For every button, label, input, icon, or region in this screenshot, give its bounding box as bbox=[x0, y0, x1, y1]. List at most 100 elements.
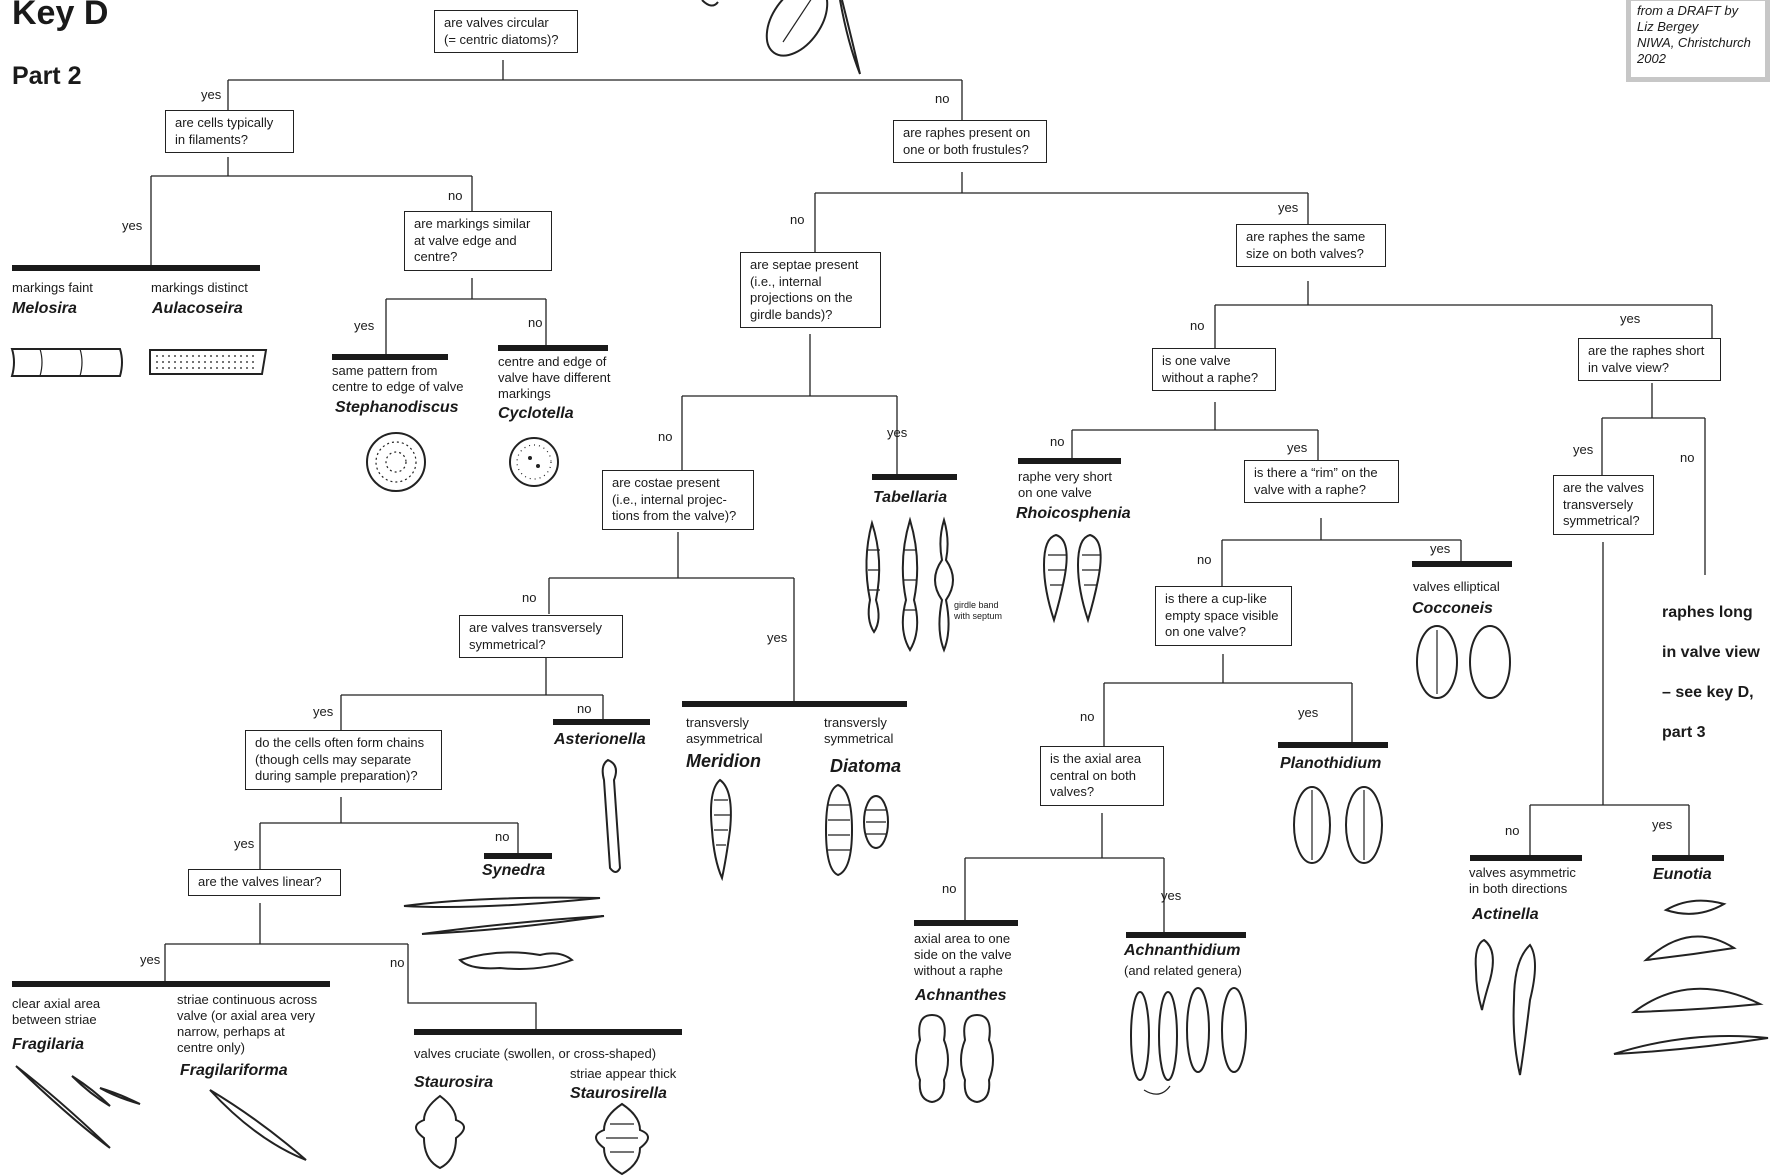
question-line: symmetrical? bbox=[469, 636, 546, 652]
label-yes: yes bbox=[1161, 888, 1182, 903]
label-no: no bbox=[495, 829, 510, 844]
cocconeis-drawing bbox=[1416, 625, 1511, 699]
question-line: at valve edge and bbox=[414, 232, 517, 248]
desc-line: valve (or axial area very bbox=[177, 1008, 315, 1023]
question-rim: is there a “rim” on the valve with a rap… bbox=[1244, 460, 1399, 503]
result-bar-synedra bbox=[484, 853, 552, 859]
label-yes: yes bbox=[354, 318, 375, 333]
question-line: (i.e., internal projec- bbox=[612, 491, 727, 507]
desc-line: transversly bbox=[824, 715, 887, 730]
desc-line: without a raphe bbox=[914, 963, 1003, 978]
result-bar-planothidium bbox=[1278, 742, 1388, 748]
genus-fragilariforma: Fragilariforma bbox=[180, 1062, 288, 1079]
question-line: centre? bbox=[414, 249, 458, 264]
genus-cyclotella: Cyclotella bbox=[498, 405, 574, 422]
synedra-drawing bbox=[403, 896, 605, 970]
branch-chains bbox=[259, 797, 519, 869]
question-chains: do the cells often form chains (though c… bbox=[245, 730, 442, 790]
result-bar-achnanthidium bbox=[1126, 932, 1246, 938]
planothidium-drawing bbox=[1293, 786, 1383, 864]
note-line: raphes long bbox=[1662, 604, 1753, 621]
question-markings: are markings similar at valve edge and c… bbox=[404, 211, 552, 271]
label-yes: yes bbox=[313, 704, 334, 719]
branch-circular bbox=[227, 60, 963, 120]
cyclotella-drawing bbox=[509, 437, 559, 487]
branch-cup bbox=[1103, 654, 1353, 746]
question-line: are the valves bbox=[1563, 480, 1644, 495]
branch-axial bbox=[964, 813, 1165, 934]
note-line: with septum bbox=[954, 611, 1003, 621]
tabellaria-note: girdle band with septum bbox=[954, 600, 1002, 622]
see-key-d-part-3-note: raphes long in valve view – see key D, p… bbox=[1662, 583, 1760, 763]
question-line: empty space visible bbox=[1165, 607, 1279, 623]
meridion-drawing bbox=[710, 778, 732, 882]
note-line: – see key D, bbox=[1662, 684, 1754, 701]
result-bar-markings-no bbox=[498, 345, 608, 351]
result-desc-stephanodiscus: same pattern from centre to edge of valv… bbox=[332, 363, 464, 395]
desc-line: clear axial area bbox=[12, 996, 101, 1011]
label-yes: yes bbox=[1620, 311, 1641, 326]
question-line: are valves transversely bbox=[469, 620, 602, 635]
melosira-drawing bbox=[10, 348, 123, 377]
label-no: no bbox=[390, 955, 405, 970]
question-line: are septae present bbox=[750, 257, 859, 272]
question-line: during sample preparation)? bbox=[255, 768, 418, 783]
label-no: no bbox=[942, 881, 957, 896]
credit-box: from a DRAFT by Liz Bergey NIWA, Christc… bbox=[1626, 0, 1770, 82]
genus-fragilaria: Fragilaria bbox=[12, 1036, 85, 1053]
question-line: girdle bands)? bbox=[750, 306, 833, 322]
genus-aulacoseira: Aulacoseira bbox=[152, 300, 243, 317]
result-desc-cocconeis: valves elliptical bbox=[1413, 579, 1500, 594]
desc-line: valve have different bbox=[498, 370, 611, 385]
question-line: are cells typically bbox=[175, 115, 274, 130]
desc-line: markings bbox=[498, 386, 551, 401]
genus-achnanthidium: Achnanthidium bbox=[1124, 942, 1241, 959]
staurosirella-drawing bbox=[595, 1102, 649, 1176]
note-line: part 3 bbox=[1662, 724, 1706, 741]
genus-diatoma: Diatoma bbox=[830, 756, 902, 776]
question-line: in filaments? bbox=[175, 131, 248, 147]
question-line: projections on the bbox=[750, 290, 853, 305]
question-line: in valve view? bbox=[1588, 359, 1669, 375]
result-desc-achnanthidium: (and related genera) bbox=[1124, 963, 1242, 978]
label-no: no bbox=[935, 91, 950, 106]
result-desc-fragilaria: clear axial area between striae bbox=[12, 996, 100, 1028]
fragilariforma-drawing bbox=[209, 1089, 307, 1161]
genus-tabellaria: Tabellaria bbox=[873, 489, 948, 506]
question-line: without a raphe? bbox=[1162, 369, 1259, 385]
fragilaria-drawing bbox=[15, 1065, 141, 1149]
desc-line: asymmetrical bbox=[686, 731, 763, 746]
credit-line: NIWA, Christchurch bbox=[1637, 35, 1751, 50]
question-raphes-same: are raphes the same size on both valves? bbox=[1236, 224, 1386, 267]
label-yes: yes bbox=[767, 630, 788, 645]
branch-septae bbox=[681, 334, 898, 474]
question-line: on one valve? bbox=[1165, 624, 1246, 639]
label-no: no bbox=[1197, 552, 1212, 567]
genus-cocconeis: Cocconeis bbox=[1412, 600, 1493, 617]
question-line: symmetrical? bbox=[1563, 513, 1640, 528]
tabellaria-drawing bbox=[865, 516, 954, 653]
question-line: are valves circular bbox=[444, 15, 549, 30]
asterionella-drawing bbox=[601, 758, 622, 873]
result-desc-staurosirella: striae appear thick bbox=[570, 1066, 677, 1081]
aulacoseira-drawing bbox=[149, 349, 268, 375]
label-yes: yes bbox=[122, 218, 143, 233]
genus-staurosira: Staurosira bbox=[414, 1074, 494, 1091]
genus-asterionella: Asterionella bbox=[554, 731, 646, 748]
question-transverse-right: are the valves transversely symmetrical? bbox=[1553, 475, 1654, 535]
label-no: no bbox=[1680, 450, 1695, 465]
result-desc-aulacoseira: markings distinct bbox=[151, 280, 248, 295]
genus-melosira: Melosira bbox=[12, 300, 77, 317]
desc-line: raphe very short bbox=[1018, 469, 1112, 484]
label-yes: yes bbox=[887, 425, 908, 440]
label-yes: yes bbox=[140, 952, 161, 967]
label-no: no bbox=[522, 590, 537, 605]
question-linear: are the valves linear? bbox=[188, 869, 341, 896]
question-line: size on both valves? bbox=[1246, 245, 1364, 261]
question-line: is the axial area bbox=[1050, 751, 1142, 766]
branch-linear bbox=[164, 903, 537, 1030]
label-no: no bbox=[658, 429, 673, 444]
